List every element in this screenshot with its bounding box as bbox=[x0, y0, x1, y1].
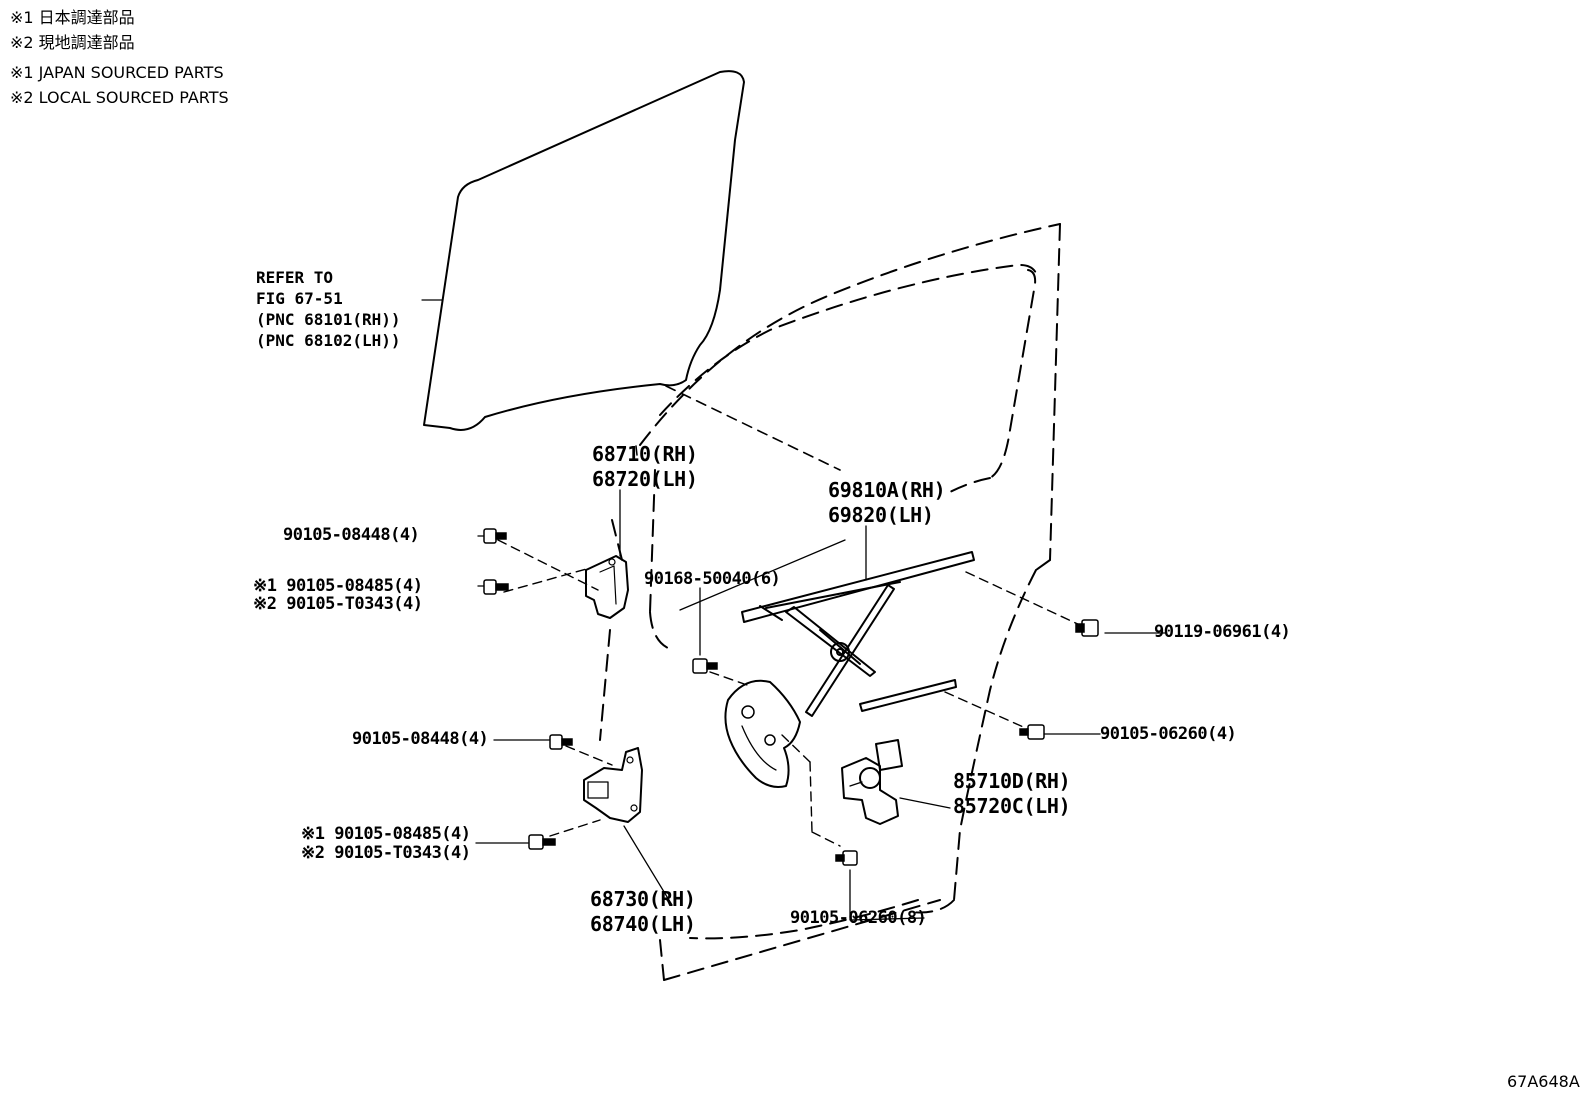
bolt-icon bbox=[1075, 619, 1099, 637]
bolt-icon bbox=[549, 734, 573, 750]
bolt-icon bbox=[528, 834, 556, 850]
glass-ref-line2: FIG 67-51 bbox=[256, 289, 343, 308]
glass-ref-line1: REFER TO bbox=[256, 268, 334, 287]
upper-hinge bbox=[585, 555, 629, 619]
glass-ref-line3: (PNC 68101(RH)) bbox=[256, 310, 401, 329]
legend-local-sourced-ja: ※2 現地調達部品 bbox=[10, 33, 135, 52]
glass-ref-line4: (PNC 68102(LH)) bbox=[256, 331, 401, 350]
label-bolt-06260-8: 90105-06260(8) bbox=[790, 908, 927, 928]
label-upper-hinge-rh: 68710(RH) bbox=[592, 442, 698, 466]
label-bolt-upper-08485: ※1 90105-08485(4) bbox=[253, 576, 423, 596]
bolt-icon bbox=[483, 579, 509, 595]
base-plate-hole bbox=[764, 734, 776, 746]
bolt-icon bbox=[1019, 724, 1045, 740]
label-regulator-lh: 69820(LH) bbox=[828, 503, 934, 527]
bolt-icon bbox=[483, 528, 507, 544]
legend-japan-sourced-ja: ※1 日本調達部品 bbox=[10, 8, 135, 27]
regulator-base-plate bbox=[724, 679, 801, 788]
label-lower-hinge-rh: 68730(RH) bbox=[590, 887, 696, 911]
leader-lines bbox=[475, 489, 1166, 921]
label-bolt-upper-08448: 90105-08448(4) bbox=[283, 525, 420, 545]
legend-japan-sourced-en: ※1 JAPAN SOURCED PARTS bbox=[10, 63, 224, 82]
bolt-icon bbox=[692, 658, 718, 674]
label-bolt-50040: 90168-50040(6) bbox=[644, 569, 781, 589]
label-bolt-lower-08485: ※1 90105-08485(4) bbox=[301, 824, 471, 844]
bolts bbox=[483, 528, 1099, 866]
door-sash-solid bbox=[635, 445, 638, 456]
glass-regulator-dash bbox=[665, 385, 841, 471]
label-motor-rh: 85710D(RH) bbox=[953, 769, 1071, 793]
label-lower-hinge-lh: 68740(LH) bbox=[590, 912, 696, 936]
bolt-icon bbox=[835, 850, 858, 866]
label-upper-hinge-lh: 68720(LH) bbox=[592, 467, 698, 491]
label-bolt-upper-t0343: ※2 90105-T0343(4) bbox=[253, 594, 423, 614]
door-glass-outline bbox=[423, 70, 745, 431]
lower-hinge bbox=[583, 747, 643, 823]
regulator-motor bbox=[841, 739, 903, 825]
label-bolt-lower-08448: 90105-08448(4) bbox=[352, 729, 489, 749]
bolt-connection-dashes bbox=[497, 539, 1083, 847]
label-motor-lh: 85720C(LH) bbox=[953, 794, 1071, 818]
door-frame-outline bbox=[599, 223, 1061, 981]
label-bolt-lower-t0343: ※2 90105-T0343(4) bbox=[301, 843, 471, 863]
label-bolt-06961: 90119-06961(4) bbox=[1154, 622, 1291, 642]
label-bolt-06260-4: 90105-06260(4) bbox=[1100, 724, 1237, 744]
figure-code: 67A648A bbox=[1507, 1072, 1580, 1091]
label-regulator-rh: 69810A(RH) bbox=[828, 478, 946, 502]
legend-local-sourced-en: ※2 LOCAL SOURCED PARTS bbox=[10, 88, 229, 107]
window-regulator bbox=[741, 551, 975, 717]
base-plate-hole bbox=[741, 705, 755, 719]
